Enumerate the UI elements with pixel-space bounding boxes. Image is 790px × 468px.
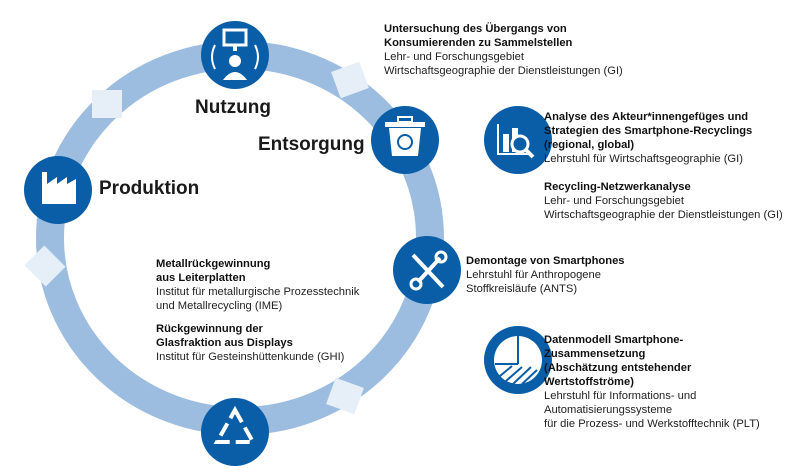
project-institute: und Metallrecycling (IME)	[156, 300, 283, 312]
project-title: aus Leiterplatten	[156, 272, 246, 284]
project-institute: Lehr- und Forschungsgebiet	[384, 51, 524, 63]
project-institute: Lehrstuhl für Informations- und	[544, 390, 697, 402]
stage-label-nutzung: Nutzung	[195, 97, 271, 118]
project-institute: Institut für metallurgische Prozesstechn…	[156, 286, 360, 298]
project-institute: Automatisierungssysteme	[544, 404, 673, 416]
project-glass-recovery: Rückgewinnung der Glasfraktion aus Displ…	[156, 322, 344, 364]
project-title: Datenmodell Smartphone-	[544, 334, 684, 346]
pie-chart-icon	[484, 326, 552, 394]
ring-arrow-markers	[24, 61, 369, 415]
project-institute: Lehrstuhl für Wirtschaftsgeographie (GI)	[544, 153, 743, 165]
project-institute: Wirtschaftsgeographie der Dienstleistung…	[384, 65, 623, 77]
project-data-model: Datenmodell Smartphone- Zusammensetzung …	[544, 333, 760, 431]
project-title: Zusammensetzung	[544, 348, 646, 360]
project-title: (regional, global)	[544, 139, 635, 151]
project-title: Konsumierenden zu Sammelstellen	[384, 37, 573, 49]
project-network-analysis: Recycling-Netzwerkanalyse Lehr- und Fors…	[544, 180, 783, 222]
project-institute: Stoffkreisläufe (ANTS)	[466, 283, 578, 295]
project-institute: Lehr- und Forschungsgebiet	[544, 195, 684, 207]
project-title: Glasfraktion aus Displays	[156, 337, 293, 349]
project-actor-analysis: Analyse des Akteur*innengefüges und Stra…	[544, 110, 752, 166]
project-consumer-collection: Untersuchung des Übergangs von Konsumier…	[384, 22, 623, 78]
recycling-icon	[201, 398, 269, 466]
project-title: Untersuchung des Übergangs von	[384, 23, 567, 35]
chart-magnifier-icon	[484, 106, 552, 174]
project-title: Rückgewinnung der	[156, 323, 263, 335]
stage-label-entsorgung: Entsorgung	[258, 134, 365, 155]
project-institute: für die Prozess- und Werkstofftechnik (P…	[544, 418, 760, 430]
tools-icon	[393, 236, 461, 304]
project-title: Demontage von Smartphones	[466, 255, 625, 267]
project-title: Metallrückgewinnung	[156, 258, 271, 270]
factory-icon	[24, 156, 92, 224]
project-metal-recovery: Metallrückgewinnung aus Leiterplatten In…	[156, 257, 359, 313]
user-computer-icon	[201, 21, 269, 89]
project-disassembly: Demontage von Smartphones Lehrstuhl für …	[466, 254, 625, 296]
stage-label-produktion: Produktion	[99, 178, 200, 199]
project-title: Wertstoffströme)	[544, 376, 634, 388]
arrow-marker	[326, 377, 364, 415]
project-title: Recycling-Netzwerkanalyse	[544, 181, 691, 193]
arrow-marker	[92, 90, 122, 118]
project-institute: Wirtschaftsgeographie der Dienstleistung…	[544, 209, 783, 221]
project-institute: Institut für Gesteinshüttenkunde (GHI)	[156, 351, 345, 363]
arrow-marker	[331, 61, 369, 99]
project-title: Analyse des Akteur*innengefüges und	[544, 111, 749, 123]
arrow-marker	[24, 245, 66, 287]
recycling-bin-icon	[371, 106, 439, 174]
project-title: Strategien des Smartphone-Recyclings	[544, 125, 753, 137]
project-institute: Lehrstuhl für Anthropogene	[466, 269, 601, 281]
project-title: (Abschätzung entstehender	[544, 362, 692, 374]
